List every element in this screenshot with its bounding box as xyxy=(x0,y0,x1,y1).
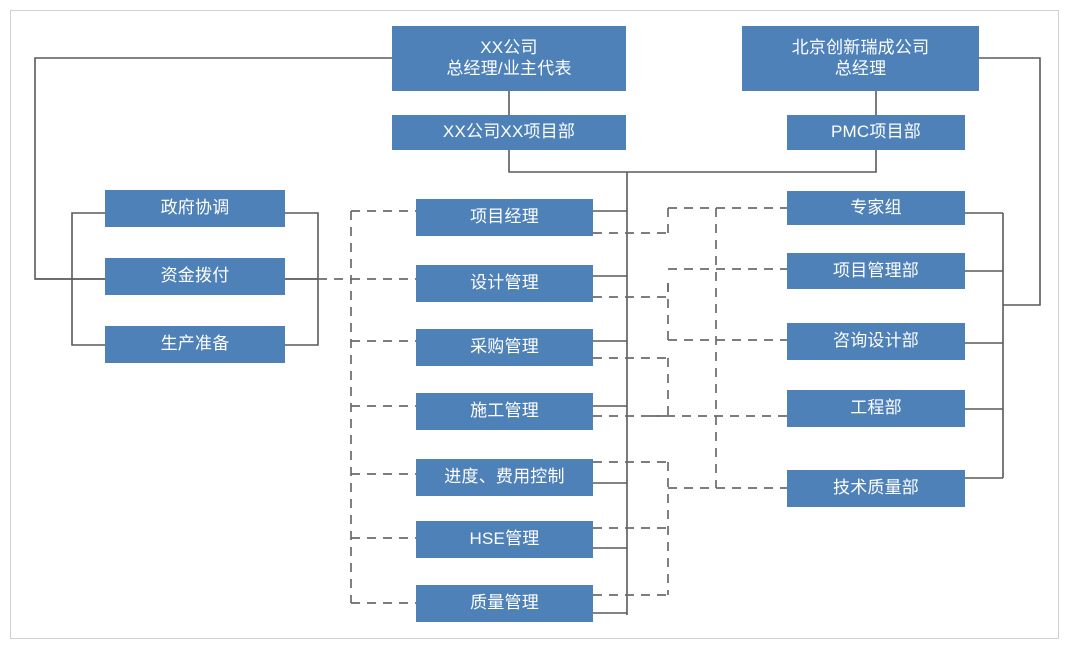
node-left-2-label: 生产准备 xyxy=(160,334,230,354)
node-pmc-project-dept[interactable]: PMC项目部 xyxy=(787,115,965,150)
wire-projectdepts-join xyxy=(508,150,877,173)
node-right-3[interactable]: 工程部 xyxy=(787,390,965,427)
node-left-2[interactable]: 生产准备 xyxy=(105,326,285,363)
node-owner-gm-line1: XX公司 xyxy=(480,38,538,58)
node-center-6[interactable]: 质量管理 xyxy=(416,585,593,622)
node-owner-general-manager[interactable]: XX公司 总经理/业主代表 xyxy=(392,26,626,91)
node-pmc-general-manager[interactable]: 北京创新瑞成公司 总经理 xyxy=(742,26,979,91)
node-center-5-label: HSE管理 xyxy=(469,529,540,549)
node-right-0-label: 专家组 xyxy=(850,197,902,217)
node-left-0-label: 政府协调 xyxy=(160,198,230,218)
node-right-0[interactable]: 专家组 xyxy=(787,191,965,225)
node-owner-project-dept-label: XX公司XX项目部 xyxy=(442,122,576,142)
node-right-1[interactable]: 项目管理部 xyxy=(787,253,965,289)
node-owner-gm-line2: 总经理/业主代表 xyxy=(446,58,572,78)
node-left-1[interactable]: 资金拨付 xyxy=(105,258,285,295)
node-center-0[interactable]: 项目经理 xyxy=(416,199,593,236)
node-center-1-label: 设计管理 xyxy=(470,273,539,293)
node-center-2-label: 采购管理 xyxy=(470,337,539,357)
node-right-1-label: 项目管理部 xyxy=(833,260,919,280)
node-center-5[interactable]: HSE管理 xyxy=(416,521,593,558)
node-right-4-label: 技术质量部 xyxy=(833,478,919,498)
wire-owner-to-left-group xyxy=(34,57,392,280)
node-center-3-label: 施工管理 xyxy=(470,401,539,421)
node-pmc-project-dept-label: PMC项目部 xyxy=(831,122,921,142)
node-right-3-label: 工程部 xyxy=(850,398,902,418)
node-pmc-gm-line2: 总经理 xyxy=(834,58,887,78)
node-pmc-gm-line1: 北京创新瑞成公司 xyxy=(791,38,930,58)
node-owner-project-dept[interactable]: XX公司XX项目部 xyxy=(392,115,626,150)
node-center-4[interactable]: 进度、费用控制 xyxy=(416,459,593,496)
node-right-4[interactable]: 技术质量部 xyxy=(787,470,965,507)
node-left-0[interactable]: 政府协调 xyxy=(105,190,285,227)
node-left-1-label: 资金拨付 xyxy=(160,266,230,286)
node-right-2-label: 咨询设计部 xyxy=(833,331,919,351)
node-center-0-label: 项目经理 xyxy=(470,207,539,227)
node-center-3[interactable]: 施工管理 xyxy=(416,393,593,430)
node-center-2[interactable]: 采购管理 xyxy=(416,329,593,366)
node-center-4-label: 进度、费用控制 xyxy=(444,467,565,487)
node-center-6-label: 质量管理 xyxy=(470,593,539,613)
node-right-2[interactable]: 咨询设计部 xyxy=(787,323,965,360)
wire-pmc-to-right-group xyxy=(979,57,1041,306)
node-center-1[interactable]: 设计管理 xyxy=(416,265,593,302)
